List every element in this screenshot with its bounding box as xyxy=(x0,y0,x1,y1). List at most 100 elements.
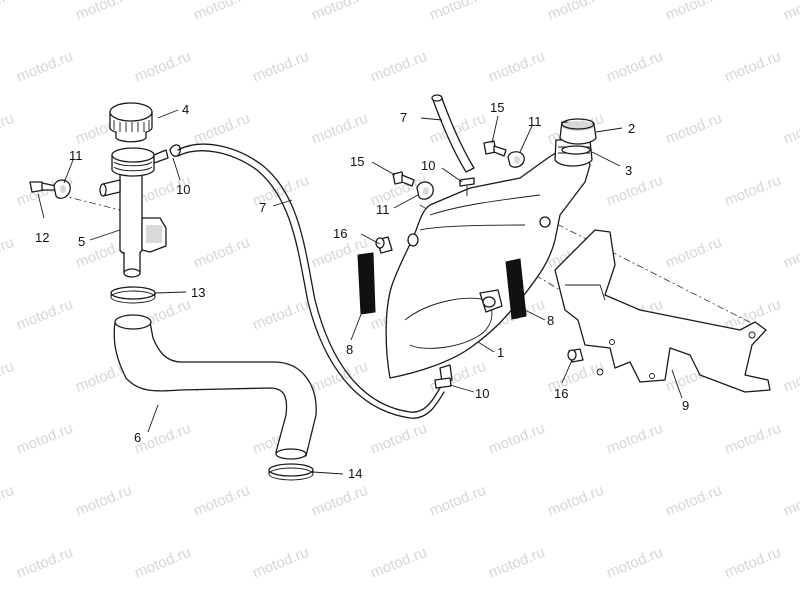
bracket-part-9 xyxy=(554,229,771,393)
tank-cap-part-2 xyxy=(559,118,597,145)
watermark-text: motod.ru xyxy=(781,110,800,148)
callout-15-right: 15 xyxy=(490,100,504,115)
pad-part-8-right xyxy=(505,258,527,320)
callout-12: 12 xyxy=(35,230,49,245)
watermark-text: motod.ru xyxy=(0,110,16,148)
watermark-text: motod.ru xyxy=(545,0,606,24)
watermark-text: motod.ru xyxy=(73,482,134,520)
clip-part-10-tank-top xyxy=(459,177,475,196)
watermark-text: motod.ru xyxy=(486,544,547,582)
watermark-text: motod.ru xyxy=(722,48,783,86)
watermark-text: motod.ru xyxy=(427,0,488,24)
watermark-text: motod.ru xyxy=(781,482,800,520)
callout-labels: 4 11 10 12 5 13 7 6 14 7 15 11 2 3 15 10… xyxy=(35,100,689,481)
washer-part-11-left xyxy=(53,179,71,200)
watermark-text: motod.ru xyxy=(722,420,783,458)
watermark-text: motod.ru xyxy=(368,420,429,458)
callout-9: 9 xyxy=(682,398,689,413)
watermark-text: motod.ru xyxy=(368,544,429,582)
bolt-part-15-right xyxy=(483,140,507,157)
watermark-text: motod.ru xyxy=(663,0,724,24)
watermark-text: motod.ru xyxy=(427,482,488,520)
watermark-text: motod.ru xyxy=(191,110,252,148)
filler-neck-part-5 xyxy=(99,147,169,278)
callout-10-bottom: 10 xyxy=(475,386,489,401)
watermark-text: motod.ru xyxy=(250,296,311,334)
callout-11-left: 11 xyxy=(69,148,83,163)
watermark-text: motod.ru xyxy=(545,482,606,520)
callout-10-top: 10 xyxy=(421,158,435,173)
watermark-text: motod.ru xyxy=(0,234,16,272)
watermark-text: motod.ru xyxy=(191,0,252,24)
watermark-text: motod.ru xyxy=(781,0,800,24)
callout-6: 6 xyxy=(134,430,141,445)
bolt-part-15-left xyxy=(392,171,415,187)
hose-part-7-long xyxy=(177,143,445,419)
watermark-text: motod.ru xyxy=(309,358,370,396)
pad-part-8-left xyxy=(357,252,376,315)
watermark-text: motod.ru xyxy=(604,48,665,86)
callout-3: 3 xyxy=(625,163,632,178)
callout-7-left: 7 xyxy=(259,200,266,215)
callout-2: 2 xyxy=(628,121,635,136)
watermark-text: motod.ru xyxy=(14,296,75,334)
callout-8-left: 8 xyxy=(346,342,353,357)
callout-11-right: 11 xyxy=(528,114,542,129)
clamp-part-14 xyxy=(268,463,314,481)
watermark-text: motod.ru xyxy=(14,420,75,458)
watermark-text: motod.ru xyxy=(486,420,547,458)
watermark-text: motod.ru xyxy=(14,544,75,582)
filler-cap-part-4 xyxy=(109,102,153,143)
watermark-text: motod.ru xyxy=(0,358,16,396)
grommet-part-16-left xyxy=(375,236,393,254)
clip-part-10-upper-left xyxy=(169,144,181,157)
watermark-text: motod.ru xyxy=(191,482,252,520)
watermark-text: motod.ru xyxy=(781,358,800,396)
watermark-text: motod.ru xyxy=(604,172,665,210)
watermark-text: motod.ru xyxy=(604,544,665,582)
watermark-text: motod.ru xyxy=(722,172,783,210)
callout-14: 14 xyxy=(348,466,362,481)
grommet-part-16-right xyxy=(567,348,584,363)
watermark-text: motod.ru xyxy=(486,48,547,86)
callout-4: 4 xyxy=(182,102,189,117)
watermark-text: motod.ru xyxy=(309,110,370,148)
watermark-text: motod.ru xyxy=(132,420,193,458)
watermark-text: motod.ru xyxy=(0,482,16,520)
callout-11-middle: 11 xyxy=(376,202,390,217)
hose-part-6 xyxy=(113,314,317,460)
hose-part-7-short xyxy=(431,94,475,173)
watermark-text: motod.ru xyxy=(663,110,724,148)
callout-16-right: 16 xyxy=(554,386,568,401)
watermark-text: motod.ru xyxy=(132,48,193,86)
watermark-text: motod.ru xyxy=(0,0,16,24)
watermark-text: motod.ru xyxy=(191,234,252,272)
watermark-text: motod.ru xyxy=(604,420,665,458)
watermark-text: motod.ru xyxy=(663,234,724,272)
watermark-text: motod.ru xyxy=(250,544,311,582)
watermark-text: motod.ru xyxy=(309,0,370,24)
watermark-text: motod.ru xyxy=(663,482,724,520)
callout-13: 13 xyxy=(191,285,205,300)
watermark-text: motod.ru xyxy=(368,48,429,86)
callout-8-right: 8 xyxy=(547,313,554,328)
seal-part-3 xyxy=(561,145,591,155)
watermark-text: motod.ru xyxy=(73,0,134,24)
watermark-text: motod.ru xyxy=(722,544,783,582)
washer-part-11-middle xyxy=(416,181,434,200)
watermark-text: motod.ru xyxy=(132,544,193,582)
clip-part-10-tank-bottom xyxy=(434,377,452,389)
callout-10-left: 10 xyxy=(176,182,190,197)
callout-7-top: 7 xyxy=(400,110,407,125)
leader-lines xyxy=(37,109,683,475)
watermark-text: motod.ru xyxy=(250,48,311,86)
callout-1: 1 xyxy=(497,345,504,360)
watermark-text: motod.ru xyxy=(14,48,75,86)
watermark-text: motod.ru xyxy=(781,234,800,272)
callout-16-left: 16 xyxy=(333,226,347,241)
clamp-part-13 xyxy=(110,286,156,304)
washer-part-11-right xyxy=(507,151,525,168)
callout-15-left: 15 xyxy=(350,154,364,169)
callout-5: 5 xyxy=(78,234,85,249)
